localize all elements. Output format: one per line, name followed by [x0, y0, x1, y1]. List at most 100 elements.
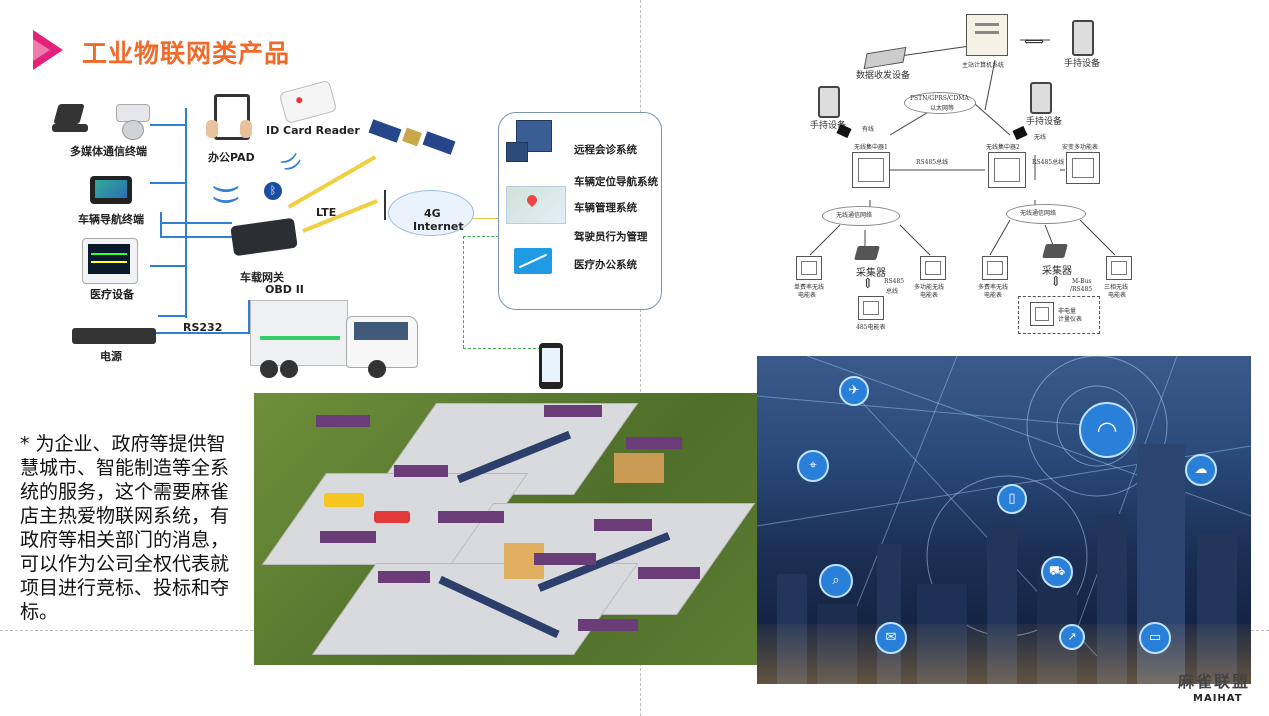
office-pad-label: 办公PAD — [208, 151, 255, 164]
system-vehicle-mgmt: 车辆管理系统 — [574, 202, 637, 214]
single-rate-meter-icon — [796, 256, 822, 280]
wired-label: 有线 — [862, 126, 875, 133]
rs485-label-left: RS485 — [884, 278, 905, 285]
wire — [150, 265, 186, 267]
vehicle-gateway-icon — [230, 217, 298, 257]
mobile-phone-icon: ▯ — [997, 484, 1027, 514]
bus-line — [185, 108, 187, 318]
non-electric-group — [1018, 296, 1100, 334]
wire — [155, 332, 250, 334]
lte-label: LTE — [316, 206, 337, 219]
truck-icon — [250, 296, 420, 384]
airplane-icon: ✈ — [839, 376, 869, 406]
system-driver-behavior: 驾驶员行为管理 — [574, 231, 648, 243]
handheld-label-top: 手持设备 — [1064, 59, 1101, 69]
meter-485-label: 485电能表 — [856, 324, 886, 331]
medical-device-label: 医疗设备 — [90, 288, 134, 301]
lte-link-icon-2 — [302, 199, 378, 233]
multi-rate-meter-icon — [982, 256, 1008, 280]
vertical-guide — [640, 0, 641, 716]
wireless-network-right — [1006, 204, 1086, 224]
multi-function-meter-label-2: 电能表 — [920, 292, 939, 299]
system-remote-consult: 远程会诊系统 — [574, 144, 637, 156]
mbus-label: M-Bus — [1072, 278, 1092, 285]
internet-cloud-icon — [388, 190, 474, 236]
location-pin-icon: ⌖ — [797, 450, 829, 482]
host-computer-icon — [966, 14, 1008, 56]
nav-terminal-label: 车辆导航终端 — [78, 213, 144, 226]
wire — [465, 218, 499, 219]
wireless-network-left — [822, 206, 900, 226]
wifi-icon: (( — [208, 183, 242, 206]
three-phase-meter-label: 三相无线 — [1104, 284, 1129, 291]
id-card-reader-icon — [278, 79, 338, 125]
rs485-bus-label: RS485总线 — [916, 159, 949, 166]
internet-label-4g: 4G — [424, 207, 441, 220]
wire — [158, 315, 186, 317]
multi-rate-meter-label: 多费率无线 — [978, 284, 1009, 291]
pstn-cloud — [904, 92, 976, 114]
power-supply-icon — [72, 328, 156, 344]
security-meter-icon — [1066, 152, 1100, 184]
wifi-signal-icon: ◠ — [1079, 402, 1135, 458]
ptz-camera-icon — [112, 100, 152, 140]
rs232-label: RS232 — [183, 321, 223, 334]
network-lines — [809, 39, 1116, 256]
double-arrow-icon: ⟺ — [1024, 34, 1045, 50]
multi-rate-meter-label-2: 电能表 — [984, 292, 1003, 299]
smart-factory-image — [254, 393, 760, 665]
mbus-rs485-label: /RS485 — [1070, 286, 1093, 293]
concentrator2-label: 无线集中器2 — [986, 144, 1020, 151]
wire — [463, 348, 541, 349]
desktop-icon: ▭ — [1139, 622, 1171, 654]
map-navigation-icon — [506, 186, 566, 224]
handheld-device-icon — [1072, 20, 1094, 56]
laptop-icon — [52, 104, 92, 134]
ethernet-label: 以太网等 — [930, 105, 955, 112]
single-rate-meter-label-2: 电能表 — [798, 292, 817, 299]
host-system-label: 主站计算机系统 — [962, 62, 1005, 69]
system-vehicle-nav: 车辆定位导航系统 — [574, 176, 658, 188]
collector-right-icon — [1042, 244, 1068, 258]
cloud-icon: ☁ — [1185, 454, 1217, 486]
handheld-label-left: 手持设备 — [810, 121, 847, 131]
description-text: * 为企业、政府等提供智慧城市、智能制造等全系统的服务，这个需要麻雀店主热爱物联… — [20, 433, 230, 623]
smartphone-icon — [539, 343, 563, 389]
bluetooth-icon: ᛒ — [264, 182, 282, 200]
tablet-pad-icon — [206, 94, 252, 142]
system-medical-office: 医疗办公系统 — [574, 259, 637, 271]
wire — [150, 182, 186, 184]
wire — [248, 300, 250, 334]
power-label: 电源 — [100, 350, 122, 363]
server-rack-icon — [502, 120, 558, 162]
concentrator2-icon — [988, 152, 1026, 188]
search-icon: ⌕ — [819, 564, 853, 598]
concentrator1-icon — [852, 152, 890, 188]
antenna-tower-icon — [384, 190, 386, 220]
mail-icon: ✉ — [875, 622, 907, 654]
non-electric-label: 非电量 — [1058, 308, 1077, 315]
wireless-network-right-label: 无线通信网络 — [1020, 210, 1057, 217]
brand-logo: 麻雀联盟 — [1178, 672, 1251, 691]
wireless-network-left-label: 无线通信网络 — [836, 212, 873, 219]
id-card-reader-label: ID Card Reader — [266, 124, 360, 137]
wire — [160, 212, 162, 238]
collector-left-icon — [854, 246, 880, 260]
wireless-label: 无线 — [1034, 134, 1047, 141]
multi-function-meter-label: 多功能无线 — [914, 284, 945, 291]
vehicle-gateway-label: 车载网关 — [240, 271, 284, 284]
three-phase-meter-icon — [1106, 256, 1132, 280]
page-title: 工业物联网类产品 — [82, 39, 291, 68]
wire — [160, 222, 232, 224]
collector-left-label: 采集器 — [856, 268, 886, 279]
wire — [463, 236, 499, 237]
updown-arrow-right-icon: ⇕ — [1050, 274, 1062, 290]
concentrator1-label: 无线集中器1 — [854, 144, 888, 151]
handheld-device-left-icon — [818, 86, 840, 118]
multimedia-terminal-label: 多媒体通信终端 — [70, 145, 147, 158]
title-arrow-inner-icon — [33, 39, 50, 61]
brand-logo-sub: MAIHAT — [1193, 693, 1243, 704]
collector-right-label: 采集器 — [1042, 266, 1072, 277]
non-electric-label-2: 计量仪表 — [1058, 316, 1083, 323]
updown-arrow-left-icon: ⇕ — [862, 276, 874, 292]
